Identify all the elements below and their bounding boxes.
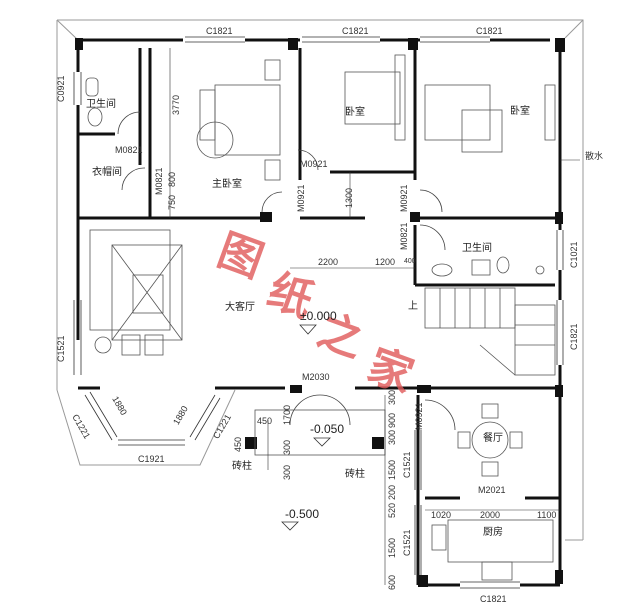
window-kitchen-left: C1521 — [402, 529, 412, 556]
window-right-bath: C1021 — [569, 241, 579, 268]
door-bedroom-right: M0921 — [399, 184, 409, 212]
dim-corridor-1300: 1300 — [344, 187, 354, 208]
window-kitchen-bottom: C1821 — [480, 594, 507, 604]
stair-up-label: 上 — [408, 301, 418, 312]
dim-right-900: 900 — [387, 412, 397, 428]
dim-porch-450-w: 450 — [257, 416, 273, 426]
elevation-ground: -0.500 — [285, 507, 320, 521]
dim-span-400: 400 — [404, 258, 416, 265]
label-pillar-left: 砖柱 — [232, 461, 252, 472]
window-bay-bottom: C1921 — [138, 454, 165, 464]
dim-right-1500: 1500 — [387, 459, 397, 480]
elevation-living: ±0.000 — [300, 309, 337, 323]
dim-right-300b: 300 — [387, 429, 397, 445]
dim-kitchen-2000: 2000 — [480, 510, 501, 520]
door-master-bottom: M0921 — [296, 184, 306, 212]
dim-right-200: 200 — [387, 484, 397, 500]
dim-porch-450-h: 450 — [233, 436, 243, 452]
room-label-bedroom-mid: 卧室 — [345, 107, 365, 118]
room-label-bedroom-right: 卧室 — [510, 106, 530, 117]
door-closet: M0821 — [154, 167, 164, 195]
dim-master-800: 800 — [167, 171, 177, 187]
dim-kitchen-1020: 1020 — [431, 510, 452, 520]
dim-porch-300b: 300 — [282, 464, 292, 480]
room-label-bath-right: 卫生间 — [462, 243, 492, 254]
door-bath-left: M0821 — [115, 145, 143, 155]
dim-porch-1700: 1700 — [282, 404, 292, 425]
door-kitchen: M2021 — [478, 485, 506, 495]
room-label-living-room: 大客厅 — [225, 302, 255, 313]
door-master-top: M0921 — [300, 159, 328, 169]
dim-master-750: 750 — [167, 194, 177, 210]
label-pillar-right: 砖柱 — [345, 469, 365, 480]
window-dining-left: C1521 — [402, 451, 412, 478]
dim-right-600: 600 — [387, 574, 397, 590]
window-left-living: C1521 — [56, 335, 66, 362]
dim-porch-300: 300 — [282, 439, 292, 455]
dim-span-1200: 1200 — [375, 257, 396, 267]
elevation-porch: -0.050 — [310, 422, 345, 436]
door-entrance: M2030 — [302, 372, 330, 382]
window-top-left: C1821 — [206, 26, 233, 36]
window-top-mid: C1821 — [342, 26, 369, 36]
room-label-bath-left: 卫生间 — [86, 99, 116, 110]
drain-label: 散水 — [585, 151, 604, 161]
door-dining: M0921 — [414, 402, 424, 430]
room-label-master-bedroom: 主卧室 — [212, 179, 242, 190]
window-right-stair: C1821 — [569, 323, 579, 350]
dim-span-2200: 2200 — [318, 257, 339, 267]
room-label-kitchen: 厨房 — [483, 527, 503, 538]
window-top-right: C1821 — [476, 26, 503, 36]
door-bath-right: M0821 — [399, 222, 409, 250]
room-label-closet: 衣帽间 — [92, 167, 122, 178]
room-label-dining: 餐厅 — [483, 433, 503, 444]
dim-right-300: 300 — [387, 389, 397, 405]
dim-right-520: 520 — [387, 502, 397, 518]
dim-kitchen-1100: 1100 — [537, 510, 557, 520]
dim-master-height: 3770 — [171, 94, 181, 115]
dim-right-1500b: 1500 — [387, 537, 397, 558]
window-left-bath: C0921 — [56, 75, 66, 102]
